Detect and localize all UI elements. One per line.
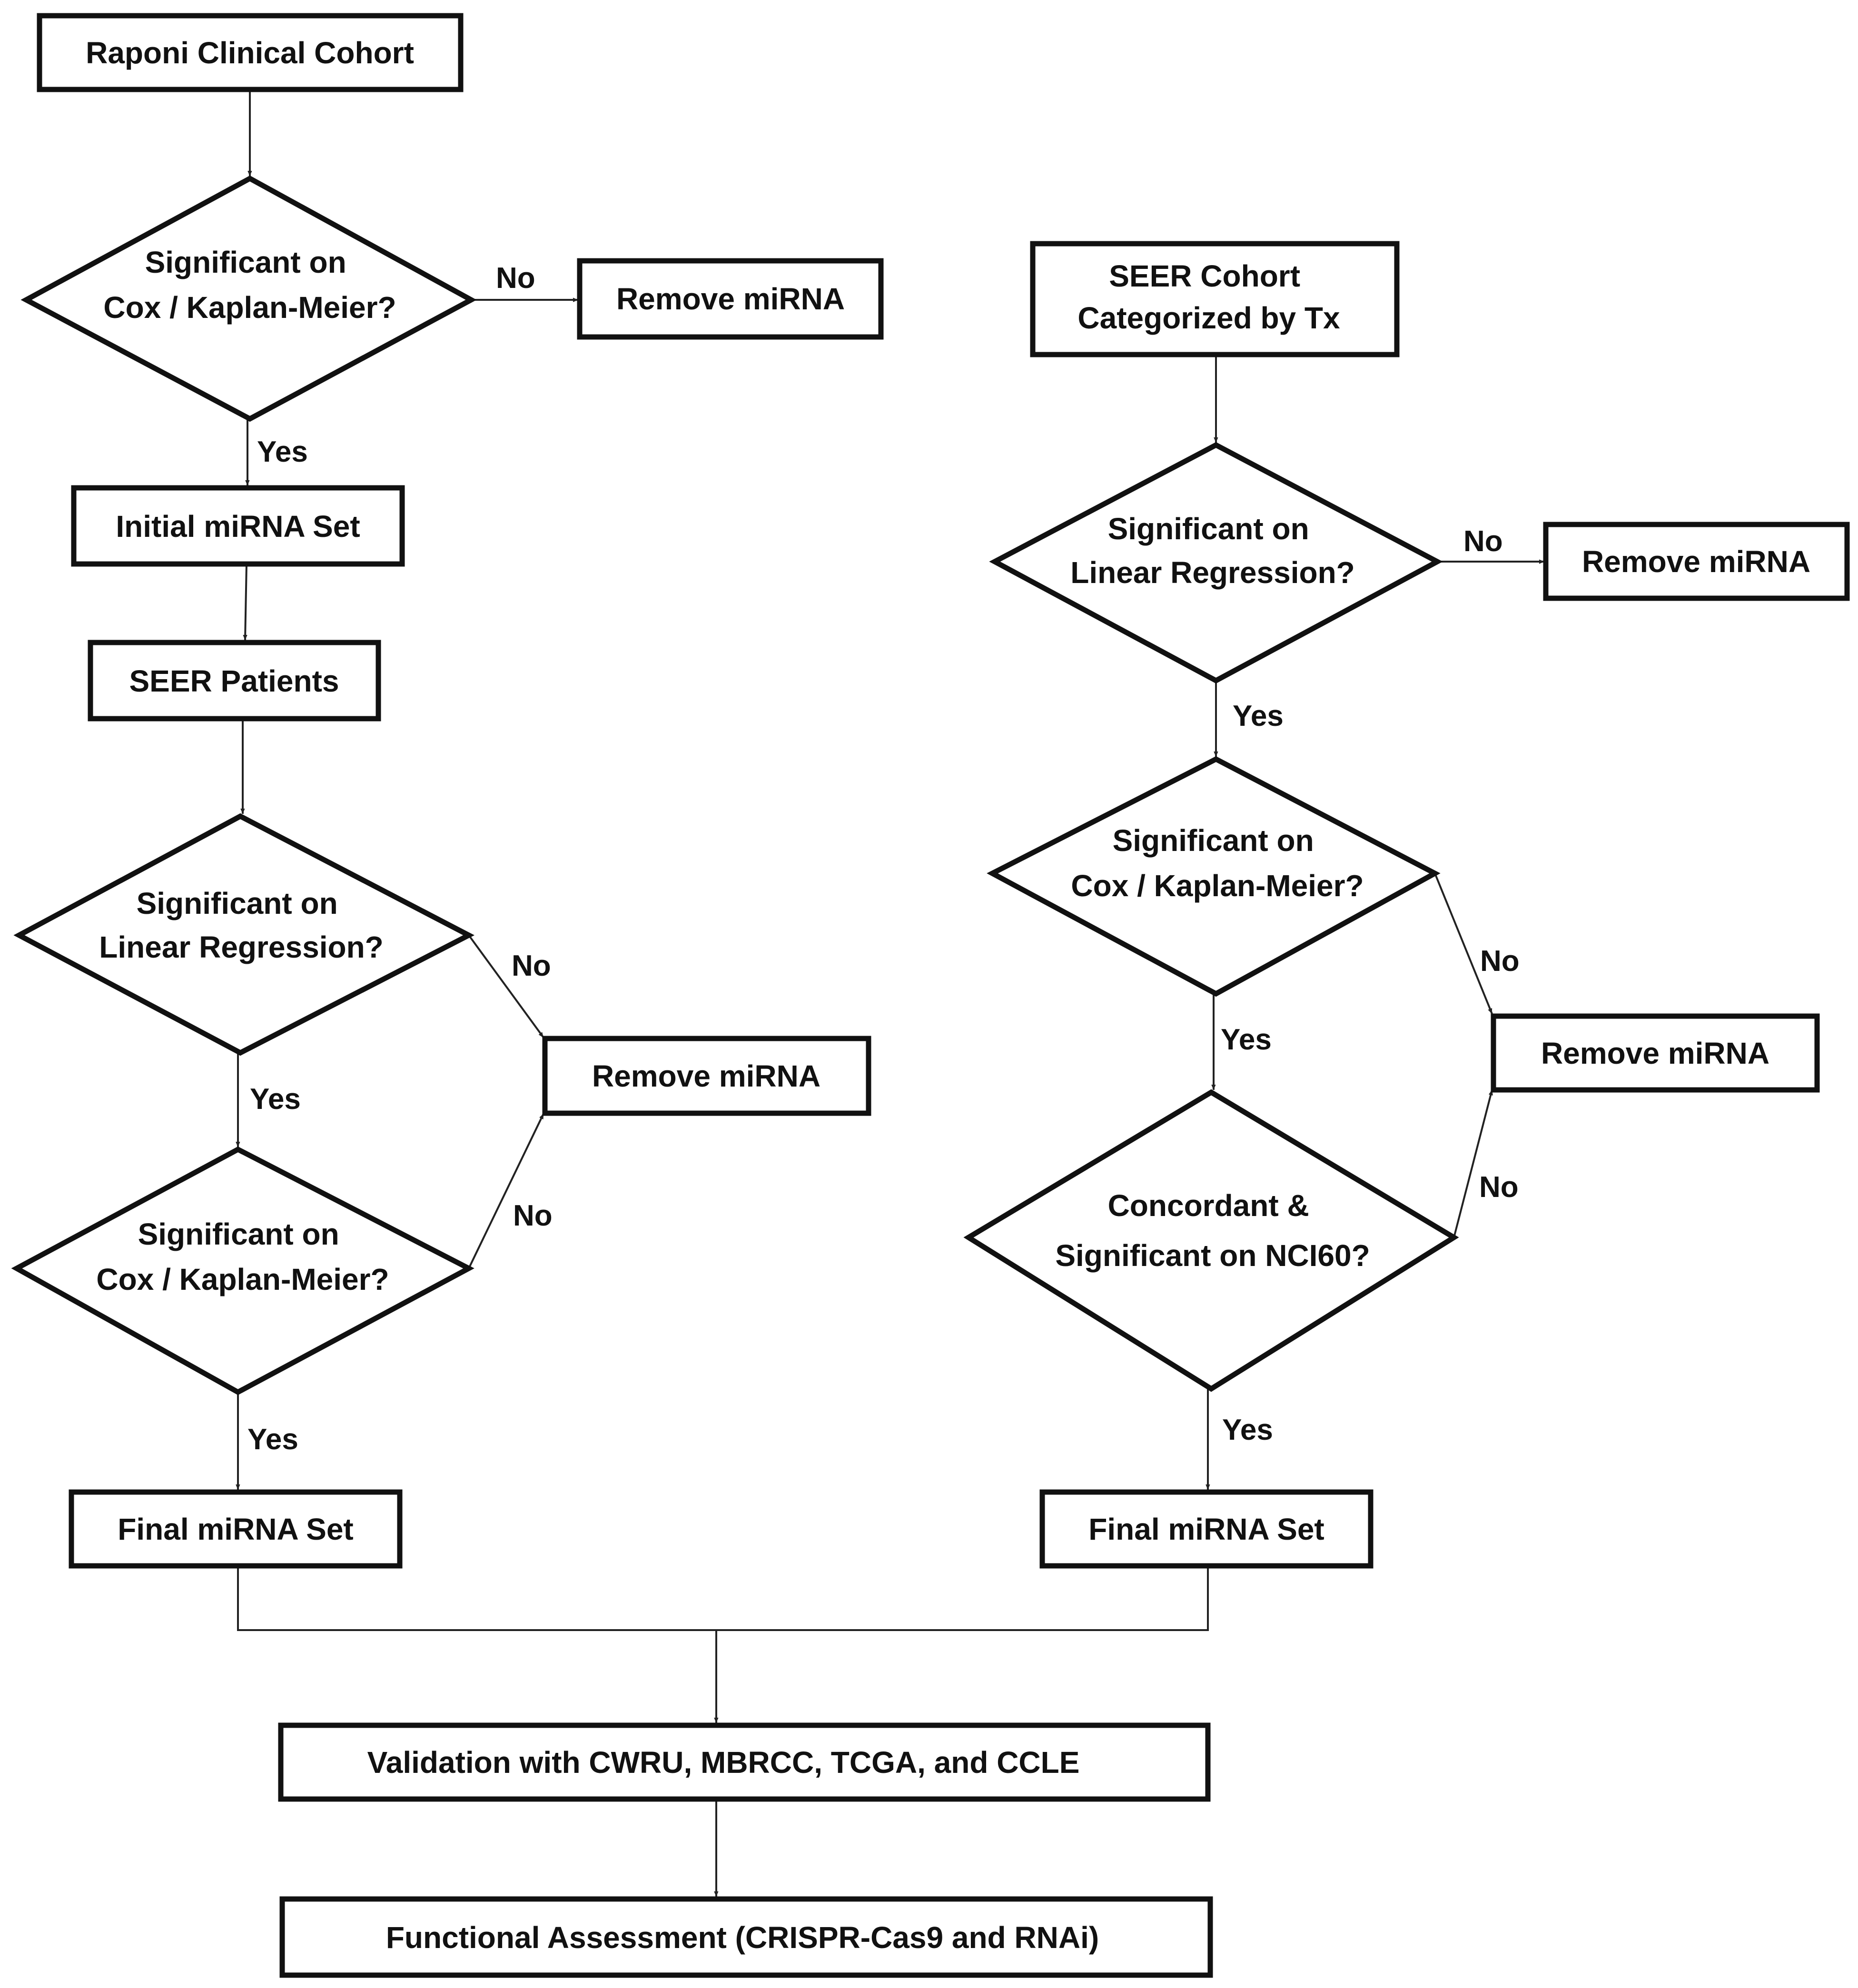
edges: [238, 90, 1544, 1897]
edge-label-left-no-1: No: [496, 262, 535, 295]
node-right-remove-mirna-2-text: Remove miRNA: [1541, 1036, 1769, 1070]
edge-rconc-no-to-rremove2: [1453, 1089, 1492, 1238]
node-seer-cohort-tx: SEER Cohort Categorized by Tx: [1030, 241, 1400, 357]
node-right-remove-mirna-2: Remove miRNA: [1491, 1013, 1820, 1093]
edge-label-left-no-2: No: [512, 949, 551, 982]
edge-label-right-yes-2: Yes: [1221, 1023, 1272, 1056]
node-functional-assessment: Functional Assessment (CRISPR-Cas9 and R…: [279, 1896, 1213, 1978]
node-validation: Validation with CWRU, MBRCC, TCGA, and C…: [278, 1722, 1211, 1802]
decision-right-concordant-text: Concordant & Significant on NCI60?: [1055, 1188, 1370, 1273]
edge-label-right-no-1: No: [1463, 525, 1503, 558]
node-initial-mirna-set-text: Initial miRNA Set: [116, 509, 360, 544]
edge-label-left-yes-3: Yes: [247, 1423, 298, 1456]
decision-left-cox-2: Significant on Cox / Kaplan-Meier?: [11, 1146, 474, 1395]
node-left-final-mirna-set-text: Final miRNA Set: [118, 1512, 353, 1546]
node-right-final-mirna-set-text: Final miRNA Set: [1088, 1512, 1324, 1546]
edge-label-left-yes-2: Yes: [250, 1083, 301, 1116]
node-seer-patients: SEER Patients: [88, 640, 381, 722]
edge-label-right-yes-3: Yes: [1222, 1414, 1273, 1446]
edge-labels: No Yes No Yes No Yes No Yes No Yes No Ye…: [247, 262, 1520, 1456]
decision-left-linear: Significant on Linear Regression?: [13, 813, 474, 1056]
edge-label-left-no-3: No: [513, 1199, 553, 1232]
node-left-remove-mirna-2: Remove miRNA: [542, 1036, 871, 1116]
node-raponi-clinical-cohort: Raponi Clinical Cohort: [37, 13, 464, 92]
edge-label-right-no-3: No: [1479, 1171, 1519, 1204]
node-left-final-mirna-set: Final miRNA Set: [69, 1489, 403, 1569]
decision-right-cox: Significant on Cox / Kaplan-Meier?: [987, 756, 1441, 997]
decision-right-concordant: Concordant & Significant on NCI60?: [963, 1089, 1459, 1392]
edge-label-right-no-2: No: [1480, 945, 1520, 978]
node-right-final-mirna-set: Final miRNA Set: [1039, 1489, 1374, 1569]
decision-right-cox-text: Significant on Cox / Kaplan-Meier?: [1071, 823, 1364, 903]
node-seer-cohort-tx-text: SEER Cohort Categorized by Tx: [1077, 259, 1340, 335]
node-initial-mirna-set: Initial miRNA Set: [71, 485, 405, 567]
nodes: Raponi Clinical Cohort Significant on Co…: [11, 13, 1850, 1978]
node-left-remove-mirna-1: Remove miRNA: [577, 258, 884, 340]
edge-merge-finals: [237, 1566, 1209, 1631]
edge-cox2-no-to-remove2: [468, 1113, 544, 1269]
node-raponi-clinical-cohort-text: Raponi Clinical Cohort: [86, 36, 414, 70]
decision-right-linear-text: Significant on Linear Regression?: [1070, 512, 1355, 590]
node-right-remove-mirna-1: Remove miRNA: [1543, 522, 1850, 601]
decision-left-cox-2-text: Significant on Cox / Kaplan-Meier?: [96, 1217, 389, 1296]
decision-left-cox-1-text: Significant on Cox / Kaplan-Meier?: [103, 245, 396, 325]
node-left-remove-mirna-2-text: Remove miRNA: [592, 1059, 820, 1093]
edge-label-left-yes-1: Yes: [257, 435, 308, 468]
edge-label-right-yes-1: Yes: [1233, 700, 1284, 732]
edge-initial-to-seer: [245, 564, 247, 640]
edge-rcox-no-to-rremove2: [1434, 873, 1493, 1014]
node-seer-patients-text: SEER Patients: [129, 664, 339, 698]
node-functional-assessment-text: Functional Assessment (CRISPR-Cas9 and R…: [386, 1920, 1099, 1955]
node-validation-text: Validation with CWRU, MBRCC, TCGA, and C…: [367, 1745, 1080, 1780]
decision-left-linear-text: Significant on Linear Regression?: [99, 886, 384, 964]
node-left-remove-mirna-1-text: Remove miRNA: [616, 282, 845, 316]
decision-right-linear: Significant on Linear Regression?: [989, 442, 1443, 684]
edge-lin-no-to-remove2: [468, 934, 544, 1039]
decision-left-cox-1: Significant on Cox / Kaplan-Meier?: [20, 175, 477, 422]
node-right-remove-mirna-1-text: Remove miRNA: [1582, 544, 1810, 579]
